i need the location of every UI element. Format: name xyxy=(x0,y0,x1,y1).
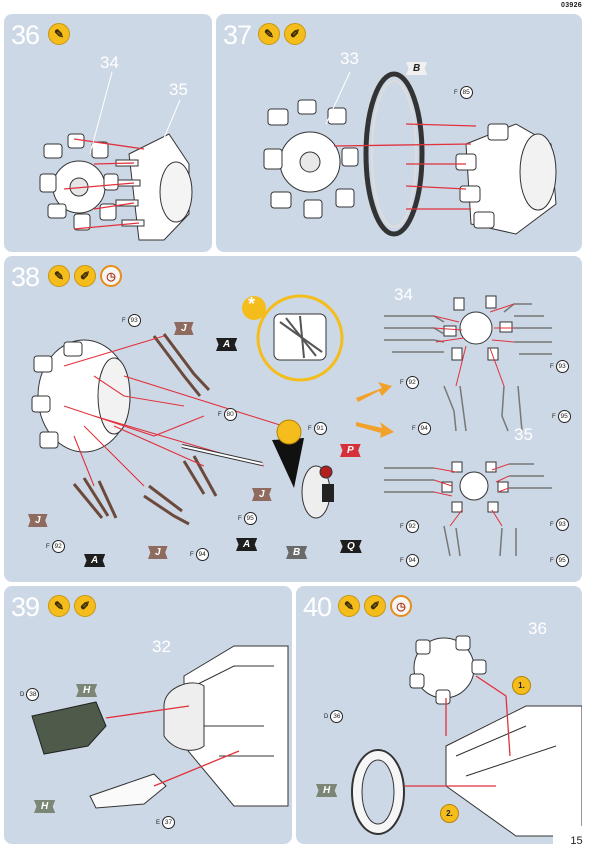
product-code: 03926 xyxy=(561,2,582,9)
step-36-drawing xyxy=(39,71,193,241)
decal-flag: A xyxy=(84,554,106,567)
step-number: 38 xyxy=(11,262,40,292)
part-number: 33 xyxy=(340,49,359,68)
decal-flag: A xyxy=(236,538,258,551)
decal-flag: J xyxy=(28,514,48,527)
order-marker-2: 2. xyxy=(440,804,459,823)
part-number: 32 xyxy=(152,637,171,656)
decal-flag: J xyxy=(174,322,194,335)
decal-flag-h: H xyxy=(316,784,338,797)
step-36-panel: 36 ✎ 34 35 xyxy=(4,14,212,252)
decal-flag: A xyxy=(216,338,238,351)
detail-symbol: * xyxy=(248,294,256,314)
step-number: 36 xyxy=(11,20,40,50)
step-number: 40 xyxy=(303,592,332,622)
glue-icon: ✎ xyxy=(48,595,70,617)
paint-icon: ✐ xyxy=(284,23,306,45)
order-marker-1: 1. xyxy=(512,676,531,695)
decal-flag: J xyxy=(148,546,168,559)
callout-number: 34 xyxy=(394,285,413,304)
clock-icon: ◷ xyxy=(390,595,412,617)
step-39-drawing xyxy=(31,645,289,809)
clock-icon: ◷ xyxy=(100,265,122,287)
decal-flag-h: H xyxy=(34,800,56,813)
step-37-drawing xyxy=(263,71,557,237)
page-number: 15 xyxy=(553,826,600,856)
callout-number: 35 xyxy=(514,425,533,444)
decal-flag-h: H xyxy=(76,684,98,697)
part-number: 34 xyxy=(100,53,119,72)
part-number: 36 xyxy=(528,619,547,638)
decal-flag: Q xyxy=(340,540,362,553)
paint-icon: ✐ xyxy=(74,595,96,617)
step-40-drawing xyxy=(351,635,582,837)
decal-flag: J xyxy=(252,488,272,501)
decal-flag-b: B xyxy=(406,62,428,75)
glue-icon: ✎ xyxy=(258,23,280,45)
glue-icon: ✎ xyxy=(48,23,70,45)
decal-flag: B xyxy=(286,546,308,559)
decal-flag: P xyxy=(340,444,361,457)
step-number: 39 xyxy=(11,592,40,622)
paint-icon: ✐ xyxy=(74,265,96,287)
step-38-panel: 38 ✎ ✐ ◷ xyxy=(4,256,582,582)
glue-icon: ✎ xyxy=(338,595,360,617)
step-38-drawing xyxy=(31,294,552,557)
part-number: 35 xyxy=(169,80,188,99)
step-number: 37 xyxy=(223,20,252,50)
paint-icon: ✐ xyxy=(364,595,386,617)
glue-icon: ✎ xyxy=(48,265,70,287)
